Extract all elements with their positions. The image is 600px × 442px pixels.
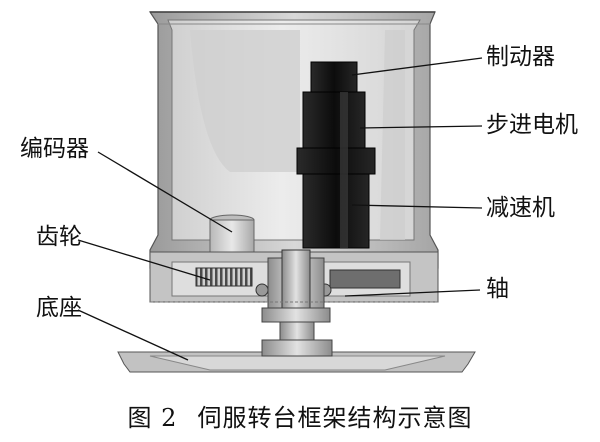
housing (148, 11, 439, 269)
label-base: 底座 (36, 295, 82, 321)
figure-title: 伺服转台框架结构示意图 (197, 404, 473, 432)
motor-stack (296, 61, 376, 249)
label-encoder: 编码器 (20, 136, 89, 162)
brake-block (310, 61, 358, 97)
base-leader-line (77, 309, 189, 361)
stepper-motor-leader-line (359, 125, 483, 129)
encoder (209, 214, 255, 255)
figure-caption: 图 2 伺服转台框架结构示意图 (0, 398, 600, 433)
label-stepper-motor: 步进电机 (486, 112, 578, 138)
leader-lines (77, 57, 483, 361)
stepper-motor-block (302, 91, 366, 151)
base (117, 339, 476, 373)
lower-mechanism (149, 249, 439, 313)
shaft-leader-line (344, 289, 481, 297)
reducer-block (302, 173, 370, 249)
label-reducer: 减速机 (486, 195, 555, 221)
encoder-leader-line (97, 151, 233, 233)
figure-number: 图 2 (127, 404, 178, 432)
label-shaft: 轴 (486, 276, 509, 302)
brake-leader-line (351, 57, 483, 76)
label-gear: 齿轮 (36, 224, 82, 250)
reducer-leader-line (351, 204, 483, 209)
label-brake: 制动器 (486, 44, 555, 70)
gear-leader-line (77, 239, 211, 281)
gear-teeth (195, 267, 253, 287)
